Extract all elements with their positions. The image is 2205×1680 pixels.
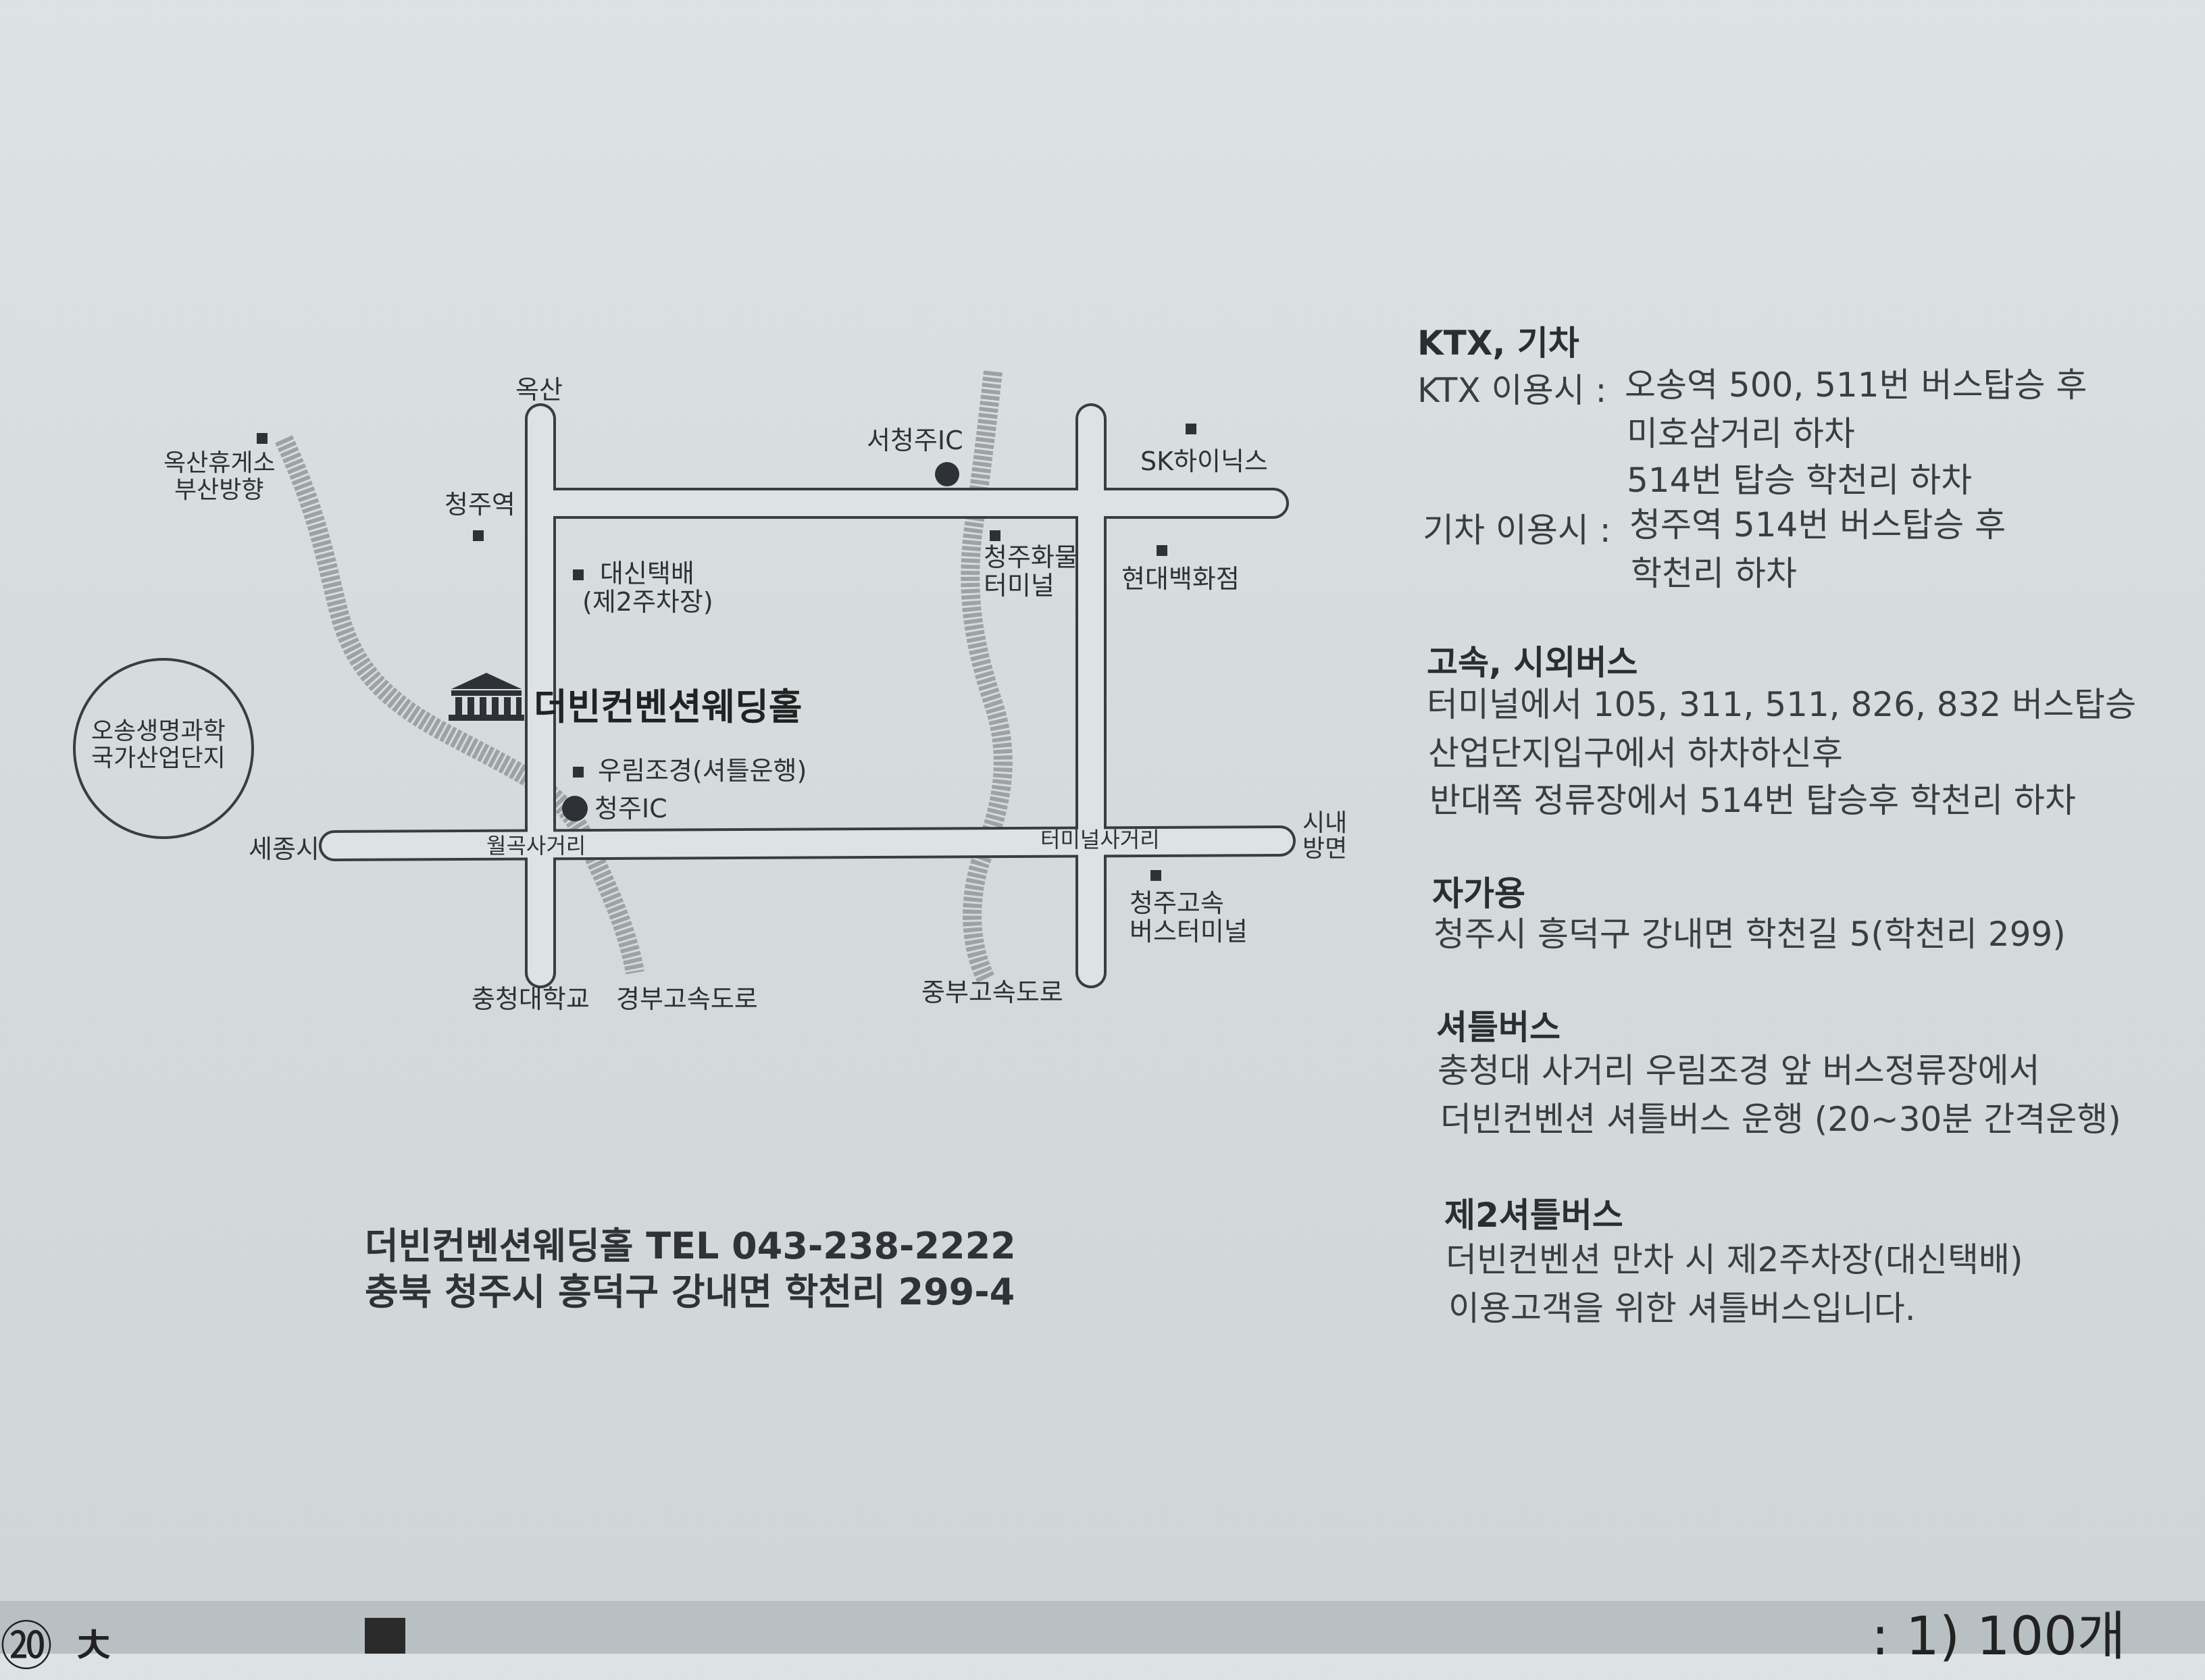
footer-tel: 더빈컨벤션웨딩홀 TEL 043-238-2222: [365, 1225, 1016, 1267]
label-daesin-1: 대신택배: [600, 559, 694, 588]
roads: [319, 403, 1296, 988]
train-line-2: 학천리 하차: [1631, 554, 1797, 593]
label-downtown-1: 시내: [1302, 809, 1348, 837]
bus-line-2: 산업단지입구에서 하차하신후: [1428, 734, 1843, 773]
shuttle-line-2: 더빈컨벤션 셔틀버스 운행 (20~30분 간격운행): [1440, 1100, 2121, 1139]
label-seocheongju-ic: 서청주IC: [867, 426, 963, 455]
shuttle2-heading: 제2셔틀버스: [1444, 1196, 1623, 1235]
train-line-1: 청주역 514번 버스탑승 후: [1629, 505, 2006, 544]
label-osong-2: 국가산업단지: [91, 744, 226, 772]
label-express-1: 청주고속: [1130, 888, 1224, 918]
label-daesin-2: (제2주차장): [582, 587, 713, 617]
ktx-line-2: 미호삼거리 하차: [1627, 414, 1855, 453]
seocheongju-ic-dot: [935, 462, 959, 486]
shuttle-line-1: 충청대 사거리 우림조경 앞 버스정류장에서: [1438, 1051, 2040, 1090]
label-hyundai: 현대백화점: [1121, 564, 1240, 594]
label-oksan: 옥산: [515, 375, 563, 405]
train-label: 기차 이용시 :: [1423, 511, 1611, 550]
label-cargo-1: 청주화물: [984, 542, 1078, 572]
gyeongbu-expressway: [275, 435, 644, 975]
label-express-2: 버스터미널: [1130, 917, 1248, 946]
car-line-1: 청주시 흥덕구 강내면 학천길 5(학천리 299): [1434, 915, 2066, 954]
label-jungbu-expressway: 중부고속도로: [921, 977, 1063, 1007]
label-wolgok: 월곡사거리: [486, 833, 586, 859]
bottom-fragment-right: : 1) 100개: [1871, 1606, 2126, 1667]
label-cheongju-station: 청주역: [445, 490, 515, 519]
label-cheongju-ic: 청주IC: [594, 794, 667, 823]
cheongju-ic-dot: [562, 796, 588, 821]
bottom-fragment-left: ⑳ ㅊ: [0, 1617, 118, 1677]
osong-circle: [73, 658, 254, 839]
ktx-label: KTX 이용시 :: [1417, 371, 1607, 410]
dark-edge: [365, 1618, 405, 1654]
shuttle2-line-2: 이용고객을 위한 셔틀버스입니다.: [1448, 1289, 1916, 1328]
label-downtown-2: 방면: [1302, 835, 1348, 863]
shuttle2-line-1: 더빈컨벤션 만차 시 제2주차장(대신택배): [1446, 1240, 2023, 1279]
label-terminal-crossroad: 터미널사거리: [1040, 827, 1160, 852]
bus-heading: 고속, 시외버스: [1427, 643, 1638, 682]
poi-markers: [257, 424, 1196, 881]
ktx-line-1: 오송역 500, 511번 버스탑승 후: [1625, 365, 2087, 405]
bus-line-1: 터미널에서 105, 311, 511, 826, 832 버스탑승: [1427, 685, 2137, 724]
label-oksan-rest-2: 부산방향: [174, 476, 264, 504]
label-chungcheong-univ: 충청대학교: [472, 984, 590, 1014]
label-oksan-rest-1: 옥산휴게소: [163, 449, 276, 477]
jungbu-expressway: [961, 370, 1013, 984]
label-osong-1: 오송생명과학: [91, 717, 226, 745]
label-sk-hynix: SK하이닉스: [1140, 447, 1268, 476]
car-heading: 자가용: [1432, 874, 1525, 913]
venue-building-icon: [449, 673, 524, 721]
train-heading: KTX, 기차: [1417, 324, 1579, 363]
label-cargo-2: 터미널: [984, 571, 1055, 601]
footer-address: 충북 청주시 흥덕구 강내면 학천리 299-4: [365, 1271, 1015, 1313]
shuttle-heading: 셔틀버스: [1436, 1008, 1561, 1047]
bus-line-3: 반대쪽 정류장에서 514번 탑승후 학천리 하차: [1429, 781, 2076, 820]
label-sejong: 세종시: [249, 834, 320, 864]
label-woorim: 우림조경(셔틀운행): [598, 756, 807, 786]
label-gyeongbu-expressway: 경부고속도로: [616, 984, 758, 1014]
ktx-line-3: 514번 탑승 학천리 하차: [1627, 461, 1973, 500]
venue-label: 더빈컨벤션웨딩홀: [534, 686, 803, 728]
